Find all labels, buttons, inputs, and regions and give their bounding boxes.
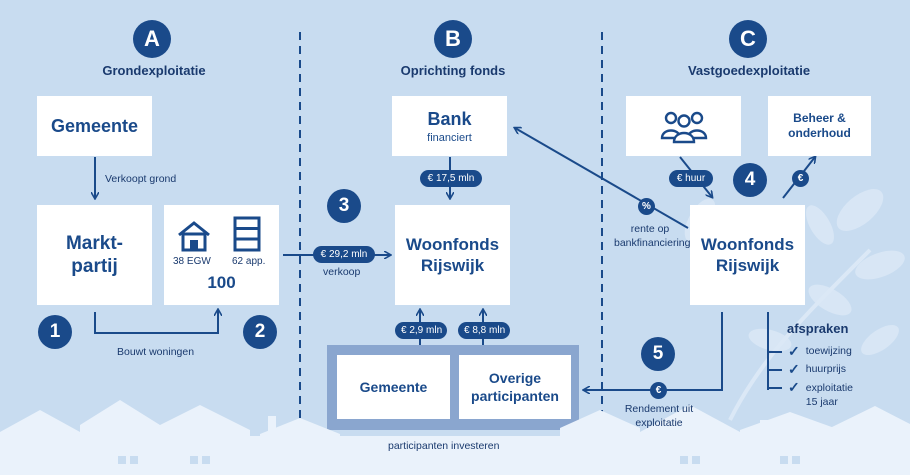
verkoop-label: verkoop <box>323 266 361 278</box>
overige-participanten-box: Overige participanten <box>459 355 571 419</box>
step-1-number: 1 <box>49 321 61 342</box>
rendement-line1: Rendement uit <box>624 403 694 415</box>
step-3-badge: 3 <box>327 189 361 223</box>
gemeente-investment-pill: € 2,9 mln <box>395 322 447 339</box>
gemeente-a-label: Gemeente <box>50 115 139 136</box>
column-a-badge: A <box>133 20 171 58</box>
beheer-line2: onderhoud <box>788 126 851 140</box>
gemeente-b-label: Gemeente <box>359 379 428 395</box>
participanten-investeren-label: participanten investeren <box>388 440 500 452</box>
woonfonds-b-line2: Rijswijk <box>420 256 485 275</box>
afspraak-huurprijs: ✓ huurprijs <box>788 361 847 377</box>
checkmark-icon: ✓ <box>788 361 800 377</box>
woonfonds-c-line2: Rijswijk <box>715 256 780 275</box>
afspraak-exploitatie: ✓ exploitatie 15 jaar <box>788 379 854 409</box>
overige-line2: participanten <box>471 388 559 404</box>
checkmark-icon: ✓ <box>788 379 800 395</box>
column-c-heading: Vastgoedexploitatie <box>687 63 811 78</box>
woonfonds-b-line1: Woonfonds <box>405 235 500 254</box>
apartment-icon <box>233 216 261 252</box>
euro-badge-rendement: € <box>650 382 667 399</box>
marktpartij-line2: partij <box>71 256 118 277</box>
rente-line1: rente op <box>630 223 670 235</box>
column-c-badge: C <box>729 20 767 58</box>
verkoopt-grond-label: Verkoopt grond <box>105 173 177 185</box>
step-1-badge: 1 <box>38 315 72 349</box>
bank-sub: financiert <box>427 131 472 144</box>
afspraak-toewijzing-label: toewijzing <box>805 345 852 357</box>
gemeente-box-b: Gemeente <box>337 355 450 419</box>
marktpartij-line1: Markt- <box>65 233 123 254</box>
egw-label: 38 EGW <box>173 256 211 267</box>
gemeente-box-a: Gemeente <box>37 96 152 156</box>
step-2-number: 2 <box>254 321 266 342</box>
rendement-line2: exploitatie <box>635 417 683 429</box>
loan-amount-pill: € 17,5 mln <box>420 170 482 187</box>
bank-box: Bank financiert <box>392 96 507 156</box>
percent-badge: % <box>638 198 655 215</box>
woonfonds-c-line1: Woonfonds <box>700 235 795 254</box>
afspraak-huurprijs-label: huurprijs <box>805 363 847 375</box>
bouwt-woningen-label: Bouwt woningen <box>117 346 195 358</box>
total-homes: 100 <box>207 273 236 292</box>
step-4-badge: 4 <box>733 163 767 197</box>
column-c-letter: C <box>740 26 756 51</box>
afspraak-toewijzing: ✓ toewijzing <box>788 343 852 359</box>
apartments-label: 62 app. <box>232 256 266 267</box>
euro-badge-beheer: € <box>792 170 809 187</box>
house-icon <box>178 221 210 252</box>
beheer-line1: Beheer & <box>793 111 846 125</box>
column-b-badge: B <box>434 20 472 58</box>
marktpartij-box: Markt- partij <box>37 205 152 305</box>
step-5-badge: 5 <box>641 337 675 371</box>
afspraken-heading: afspraken <box>787 321 849 336</box>
rente-line2: bankfinanciering <box>614 237 691 249</box>
bank-title: Bank <box>427 108 472 129</box>
step-3-number: 3 <box>338 195 350 216</box>
rendement-label: Rendement uit exploitatie <box>614 402 704 430</box>
huur-pill: € huur <box>669 170 713 187</box>
column-a-letter: A <box>144 26 160 51</box>
skyline-decoration <box>0 400 910 475</box>
overige-investment-pill: € 8,8 mln <box>458 322 510 339</box>
tenants-box <box>626 96 741 156</box>
woningen-box: 38 EGW 62 app. 100 <box>164 205 279 305</box>
overige-line1: Overige <box>488 370 542 386</box>
beheer-box: Beheer & onderhoud <box>768 96 871 156</box>
checkmark-icon: ✓ <box>788 343 800 359</box>
step-4-number: 4 <box>744 169 756 190</box>
rente-label: rente op bankfinanciering <box>614 222 691 250</box>
woonfonds-box-c: Woonfonds Rijswijk <box>690 205 805 305</box>
people-icon <box>660 111 707 144</box>
afspraak-exploitatie-label: exploitatie <box>805 382 854 394</box>
step-2-badge: 2 <box>243 315 277 349</box>
step-5-number: 5 <box>652 343 664 364</box>
column-a-heading: Grondexploitatie <box>102 63 206 78</box>
sale-amount-pill: € 29,2 mln <box>313 246 375 263</box>
afspraak-duur-label: 15 jaar <box>805 396 838 408</box>
column-b-heading: Oprichting fonds <box>400 63 506 78</box>
column-b-letter: B <box>445 26 461 51</box>
woonfonds-box-b: Woonfonds Rijswijk <box>395 205 510 305</box>
